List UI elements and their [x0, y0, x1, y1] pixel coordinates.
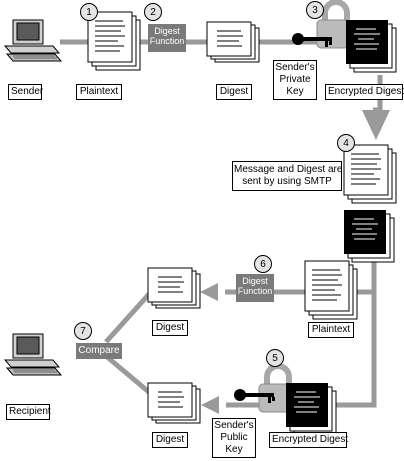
step-5-marker: 5 [266, 349, 284, 367]
digest-function-bottom-line-2: Function [237, 286, 273, 296]
received-plaintext-icon [304, 260, 358, 320]
senders-public-key-label: Sender's Public Key [212, 418, 256, 458]
private-key-icon [292, 33, 332, 47]
plaintext-label-bottom: Plaintext [308, 322, 354, 338]
plaintext-document-icon [87, 11, 141, 71]
private-key-line-1: Sender's [275, 62, 315, 73]
smtp-note: Message and Digest are sent by using SMT… [232, 161, 342, 191]
step-7-marker: 7 [74, 322, 92, 340]
digest-function-line-2: Function [149, 36, 185, 46]
sender-computer-icon [4, 19, 62, 62]
digest-function-box-bottom: Digest Function [236, 274, 274, 302]
encrypted-digest-top-icon [345, 19, 397, 73]
digest-label-bottom: Digest [152, 432, 188, 448]
recipient-label: Recipient [6, 404, 51, 420]
encrypted-digest-label-bottom: Encrypted Digest [269, 432, 348, 448]
smtp-note-line-1: Message and Digest are [234, 164, 343, 175]
private-key-line-3: Key [286, 86, 304, 97]
computed-digest-icon [147, 267, 201, 309]
step-4-marker: 4 [337, 134, 355, 152]
sender-label: Sender [8, 84, 43, 100]
public-key-line-3: Key [225, 444, 243, 455]
smtp-note-line-2: sent by using SMTP [242, 176, 332, 187]
decrypted-digest-icon [147, 382, 201, 424]
step-1-marker: 1 [80, 3, 98, 21]
step-3-marker: 3 [306, 1, 324, 19]
encrypted-digest-label-top: Encrypted Digest [325, 84, 404, 100]
private-key-line-2: Private [279, 74, 311, 85]
arrow-down [362, 110, 390, 140]
recipient-computer-icon [4, 333, 62, 376]
senders-private-key-label: Sender's Private Key [273, 60, 317, 100]
compare-box: Compare [76, 343, 122, 359]
received-encrypted-digest-icon [343, 209, 395, 263]
digest-label-top: Digest [216, 84, 252, 100]
digest-function-line-1: Digest [154, 26, 180, 36]
plaintext-label-top: Plaintext [76, 84, 122, 100]
public-key-line-1: Sender's [214, 420, 254, 431]
step-6-marker: 6 [254, 255, 272, 273]
public-key-line-2: Public [220, 432, 248, 443]
arrow-left-lower [201, 396, 219, 414]
arrow-left-upper [200, 283, 218, 301]
encrypted-digest-bottom-icon [285, 382, 337, 436]
digest-function-box-top: Digest Function [148, 24, 186, 52]
digest-label-mid: Digest [152, 320, 188, 336]
public-key-icon [234, 389, 275, 403]
digest-document-icon [206, 21, 260, 63]
digest-function-bottom-line-1: Digest [242, 276, 268, 286]
step-2-marker: 2 [144, 3, 162, 21]
transmitted-message-icon [343, 144, 397, 204]
